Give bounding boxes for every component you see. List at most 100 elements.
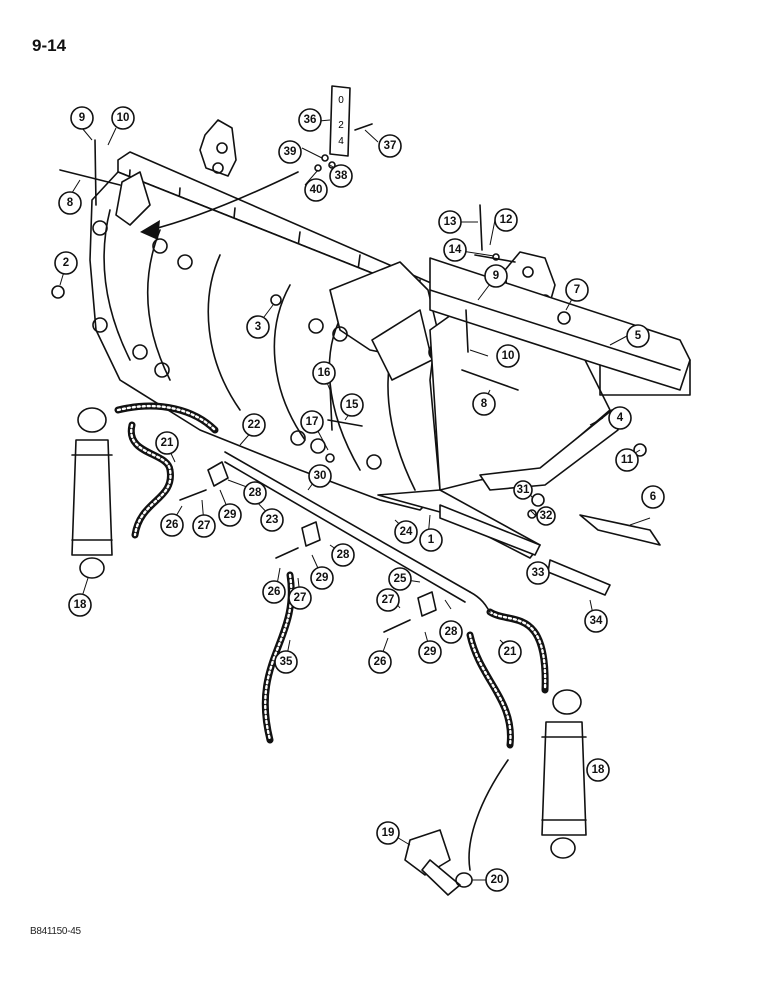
callout-39: 39 — [278, 140, 302, 164]
svg-text:32: 32 — [540, 510, 553, 522]
bolt-26c — [383, 619, 411, 633]
callout-10: 10 — [496, 344, 520, 368]
callout-27: 27 — [376, 588, 400, 612]
bolt-26b — [275, 547, 299, 559]
svg-text:29: 29 — [316, 572, 329, 584]
page-number: 9-14 — [32, 36, 67, 55]
svg-text:29: 29 — [224, 509, 237, 521]
svg-text:33: 33 — [532, 567, 545, 579]
callout-27: 27 — [192, 514, 216, 538]
clamp-29c — [417, 591, 437, 617]
gauge-plate: 0 2 4 — [329, 85, 351, 157]
callout-13: 13 — [438, 210, 462, 234]
svg-text:21: 21 — [161, 437, 174, 449]
gauge-mark: 0 — [338, 95, 344, 106]
svg-text:36: 36 — [304, 114, 317, 126]
callout-18: 18 — [68, 593, 92, 617]
svg-text:23: 23 — [266, 514, 279, 526]
svg-text:15: 15 — [346, 399, 359, 411]
svg-text:27: 27 — [198, 520, 211, 532]
callout-38: 38 — [329, 164, 353, 188]
callout-1: 1 — [419, 528, 443, 552]
svg-text:9: 9 — [493, 270, 499, 282]
svg-text:13: 13 — [444, 216, 457, 228]
bolt-9-left — [94, 139, 97, 206]
callout-26: 26 — [160, 513, 184, 537]
svg-text:30: 30 — [314, 470, 327, 482]
callout-9: 9 — [70, 106, 94, 130]
nut-14 — [492, 253, 500, 261]
clamp-29b — [301, 521, 321, 547]
callout-26: 26 — [368, 650, 392, 674]
callout-36: 36 — [298, 108, 322, 132]
svg-text:28: 28 — [337, 549, 350, 561]
svg-text:24: 24 — [400, 526, 413, 538]
svg-text:3: 3 — [255, 321, 261, 333]
callout-34: 34 — [584, 609, 608, 633]
svg-text:26: 26 — [268, 586, 281, 598]
svg-text:37: 37 — [384, 140, 397, 152]
cylinder-left — [71, 407, 113, 579]
drawing-code: B841150-45 — [30, 926, 81, 937]
svg-text:20: 20 — [491, 874, 504, 886]
svg-text:35: 35 — [280, 656, 293, 668]
svg-text:25: 25 — [394, 573, 407, 585]
callout-25: 25 — [388, 567, 412, 591]
callout-30: 30 — [308, 464, 332, 488]
gauge-mark: 4 — [338, 136, 344, 147]
svg-text:18: 18 — [74, 599, 87, 611]
fitting-11 — [633, 443, 647, 457]
bolt-9-right — [465, 309, 469, 353]
svg-text:10: 10 — [117, 112, 130, 124]
pin-8-left — [59, 169, 121, 186]
svg-text:27: 27 — [294, 592, 307, 604]
svg-text:5: 5 — [635, 330, 642, 342]
callout-28: 28 — [439, 620, 463, 644]
svg-text:28: 28 — [445, 626, 458, 638]
callout-23: 23 — [260, 508, 284, 532]
svg-text:29: 29 — [424, 646, 437, 658]
gauge-mark: 2 — [338, 120, 344, 131]
callout-29: 29 — [218, 503, 242, 527]
hose-line-lower — [468, 759, 509, 871]
pin-15 — [327, 419, 363, 427]
svg-text:26: 26 — [374, 656, 387, 668]
svg-text:38: 38 — [335, 170, 348, 182]
callout-6: 6 — [641, 485, 665, 509]
svg-text:27: 27 — [382, 594, 395, 606]
callout-16: 16 — [312, 361, 336, 385]
svg-text:6: 6 — [650, 491, 656, 503]
svg-text:7: 7 — [574, 284, 580, 296]
tube-lines — [224, 451, 491, 613]
callout-14: 14 — [443, 238, 467, 262]
callout-17: 17 — [300, 410, 324, 434]
pin-12 — [474, 254, 516, 263]
svg-text:31: 31 — [517, 484, 530, 496]
callout-28: 28 — [331, 543, 355, 567]
callout-3: 3 — [246, 315, 270, 339]
bolt-37 — [354, 123, 373, 131]
elbow-fitting — [404, 829, 461, 896]
callout-11: 11 — [615, 448, 639, 472]
callout-19: 19 — [376, 821, 400, 845]
callout-15: 15 — [340, 393, 364, 417]
svg-text:34: 34 — [590, 615, 603, 627]
callout-33: 33 — [526, 561, 550, 585]
svg-text:2: 2 — [63, 257, 69, 269]
cross-tube — [429, 257, 691, 396]
svg-text:8: 8 — [67, 197, 74, 209]
callout-8: 8 — [58, 191, 82, 215]
washer-17 — [325, 453, 335, 463]
o-ring — [455, 872, 473, 888]
callout-21: 21 — [498, 640, 522, 664]
svg-text:1: 1 — [428, 534, 435, 546]
callout-27: 27 — [288, 586, 312, 610]
svg-text:8: 8 — [481, 398, 488, 410]
callout-26: 26 — [262, 580, 286, 604]
bushing-2 — [51, 285, 65, 299]
callout-28: 28 — [243, 481, 267, 505]
callout-29: 29 — [310, 566, 334, 590]
callout-40: 40 — [304, 178, 328, 202]
svg-text:40: 40 — [310, 184, 323, 196]
cutting-edge — [579, 514, 661, 546]
